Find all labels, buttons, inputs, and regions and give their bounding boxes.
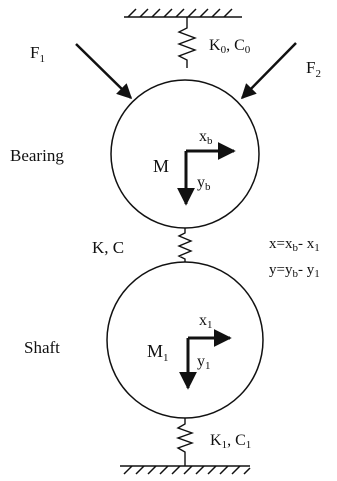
force-f2-base: F [306,58,315,77]
top-spring-k-subscript: 0 [221,44,227,56]
shaft-mass-subscript: 1 [163,352,169,364]
bottom-spring [175,418,195,466]
force-f1-subscript: 1 [39,53,45,65]
top-spring-c-subscript: 0 [245,44,251,56]
force-f2-arrow [240,42,297,100]
bearing-x-axis-label: xb [199,128,213,147]
bearing-x-base: x [199,128,207,145]
shaft-y-subscript: 1 [205,360,211,372]
force-f1-arrow [75,43,133,100]
top-spring-label: K0, C0 [209,37,251,56]
top-ground [124,8,242,18]
y-relation-b: y [307,262,315,278]
shaft-x-subscript: 1 [207,319,213,331]
force-f2-subscript: 2 [315,68,321,80]
bearing-y-axis-label: yb [197,174,211,193]
bottom-spring-separator: , [227,432,235,449]
shaft-x-base: x [199,312,207,329]
bottom-spring-k-subscript: 1 [222,439,228,451]
x-relation-separator: - [298,236,307,252]
bearing-x-subscript: b [207,135,213,147]
shaft-x-axis-label: x1 [199,312,213,331]
shaft-mass-label: M1 [147,341,169,364]
middle-spring [177,228,193,262]
x-relation-lhs: x= [269,236,285,252]
bottom-spring-c: C [235,432,246,449]
x-relation-b-subscript: 1 [314,242,320,254]
top-spring-k: K [209,37,221,54]
shaft-label: Shaft [24,338,60,357]
y-relation-lhs: y= [269,262,285,278]
bottom-ground [120,465,251,475]
force-f1-label: F1 [30,43,45,65]
shaft-mass-base: M [147,341,163,361]
y-relation-a-subscript: b [292,268,298,280]
y-relation: y=yb- y1 [269,262,320,280]
bottom-spring-c-subscript: 1 [246,439,252,451]
y-relation-b-subscript: 1 [314,268,320,280]
y-relation-separator: - [298,262,307,278]
x-relation-a: x [285,236,293,252]
bottom-spring-label: K1, C1 [210,432,251,451]
x-relation-a-subscript: b [292,242,298,254]
shaft-mass-circle [106,261,264,419]
top-spring-c: C [234,37,245,54]
y-relation-a: y [285,262,293,278]
force-f2-label: F2 [306,58,321,80]
top-spring [177,17,197,68]
shaft-y-axis-label: y1 [197,353,211,372]
middle-spring-label: K, C [92,238,124,257]
bearing-mass-label: M [153,156,169,176]
top-spring-separator: , [226,37,234,54]
x-relation-b: x [307,236,315,252]
bearing-label: Bearing [10,146,64,165]
bearing-y-subscript: b [205,181,211,193]
x-relation: x=xb- x1 [269,236,320,254]
bearing-y-base: y [197,174,205,191]
force-f1-base: F [30,43,39,62]
shaft-y-base: y [197,353,205,370]
bottom-spring-k: K [210,432,222,449]
